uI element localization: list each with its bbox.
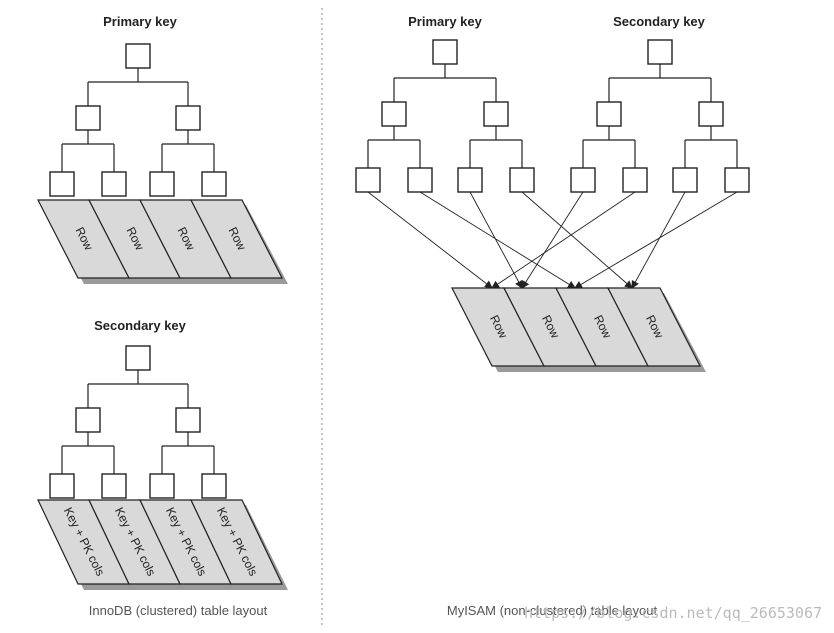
innodb-primary-tree (49, 43, 227, 197)
myisam-primary-internal-node (381, 101, 407, 127)
innodb-secondary-cell-cell (190, 499, 283, 585)
innodb-primary-root-node (125, 43, 151, 69)
secondary-pointer-arrow (491, 191, 636, 289)
myisam-secondary-internal-node (698, 101, 724, 127)
secondary-pointer-arrow (631, 191, 686, 289)
innodb-primary-row-cell (190, 199, 283, 279)
myisam-primary-internal-node (483, 101, 509, 127)
myisam-primary-leaf-node (509, 167, 535, 193)
innodb-primary-key-label: Primary key (103, 14, 177, 29)
secondary-pointer-arrow (521, 191, 584, 289)
myisam-secondary-leaf-node (724, 167, 750, 193)
myisam-secondary-leaf-node (672, 167, 698, 193)
innodb-caption: InnoDB (clustered) table layout (89, 603, 268, 618)
myisam-primary-leaf-node (407, 167, 433, 193)
innodb-secondary-leaf-node (101, 473, 127, 499)
innodb-secondary-leaf-node (149, 473, 175, 499)
primary-pointer-arrow (367, 191, 493, 289)
myisam-secondary-tree (570, 39, 750, 193)
innodb-primary-internal-node (75, 105, 101, 131)
innodb-secondary-key-label: Secondary key (94, 318, 187, 333)
innodb-secondary-internal-node (175, 407, 201, 433)
secondary-pointer-arrow (574, 191, 738, 289)
innodb-primary-leaf-node (49, 171, 75, 197)
myisam-secondary-root-node (647, 39, 673, 65)
myisam-caption: MyISAM (non-clustered) table layout (447, 603, 658, 618)
innodb-primary-leaf-node (101, 171, 127, 197)
innodb-secondary-internal-node (75, 407, 101, 433)
myisam-primary-tree (355, 39, 535, 193)
primary-pointer-arrow (469, 191, 523, 289)
myisam-pointer-arrows (367, 191, 738, 289)
innodb-primary-leaf-node (149, 171, 175, 197)
myisam-primary-leaf-node (457, 167, 483, 193)
myisam-secondary-internal-node (596, 101, 622, 127)
innodb-secondary-leaf-node (49, 473, 75, 499)
innodb-secondary-tree (49, 345, 227, 499)
myisam-secondary-leaf-node (622, 167, 648, 193)
myisam-primary-root-node (432, 39, 458, 65)
primary-pointer-arrow (521, 191, 633, 289)
innodb-secondary-root-node (125, 345, 151, 371)
innodb-secondary-leaf-node (201, 473, 227, 499)
innodb-primary-leaf-node (201, 171, 227, 197)
primary-pointer-arrow (419, 191, 576, 289)
myisam-primary-key-label: Primary key (408, 14, 482, 29)
myisam-secondary-leaf-node (570, 167, 596, 193)
myisam-secondary-key-label: Secondary key (613, 14, 706, 29)
watermark: https://blog.csdn.net/qq_26653067 (524, 604, 822, 622)
myisam-row-cell (607, 287, 701, 367)
myisam-primary-leaf-node (355, 167, 381, 193)
innodb-primary-internal-node (175, 105, 201, 131)
